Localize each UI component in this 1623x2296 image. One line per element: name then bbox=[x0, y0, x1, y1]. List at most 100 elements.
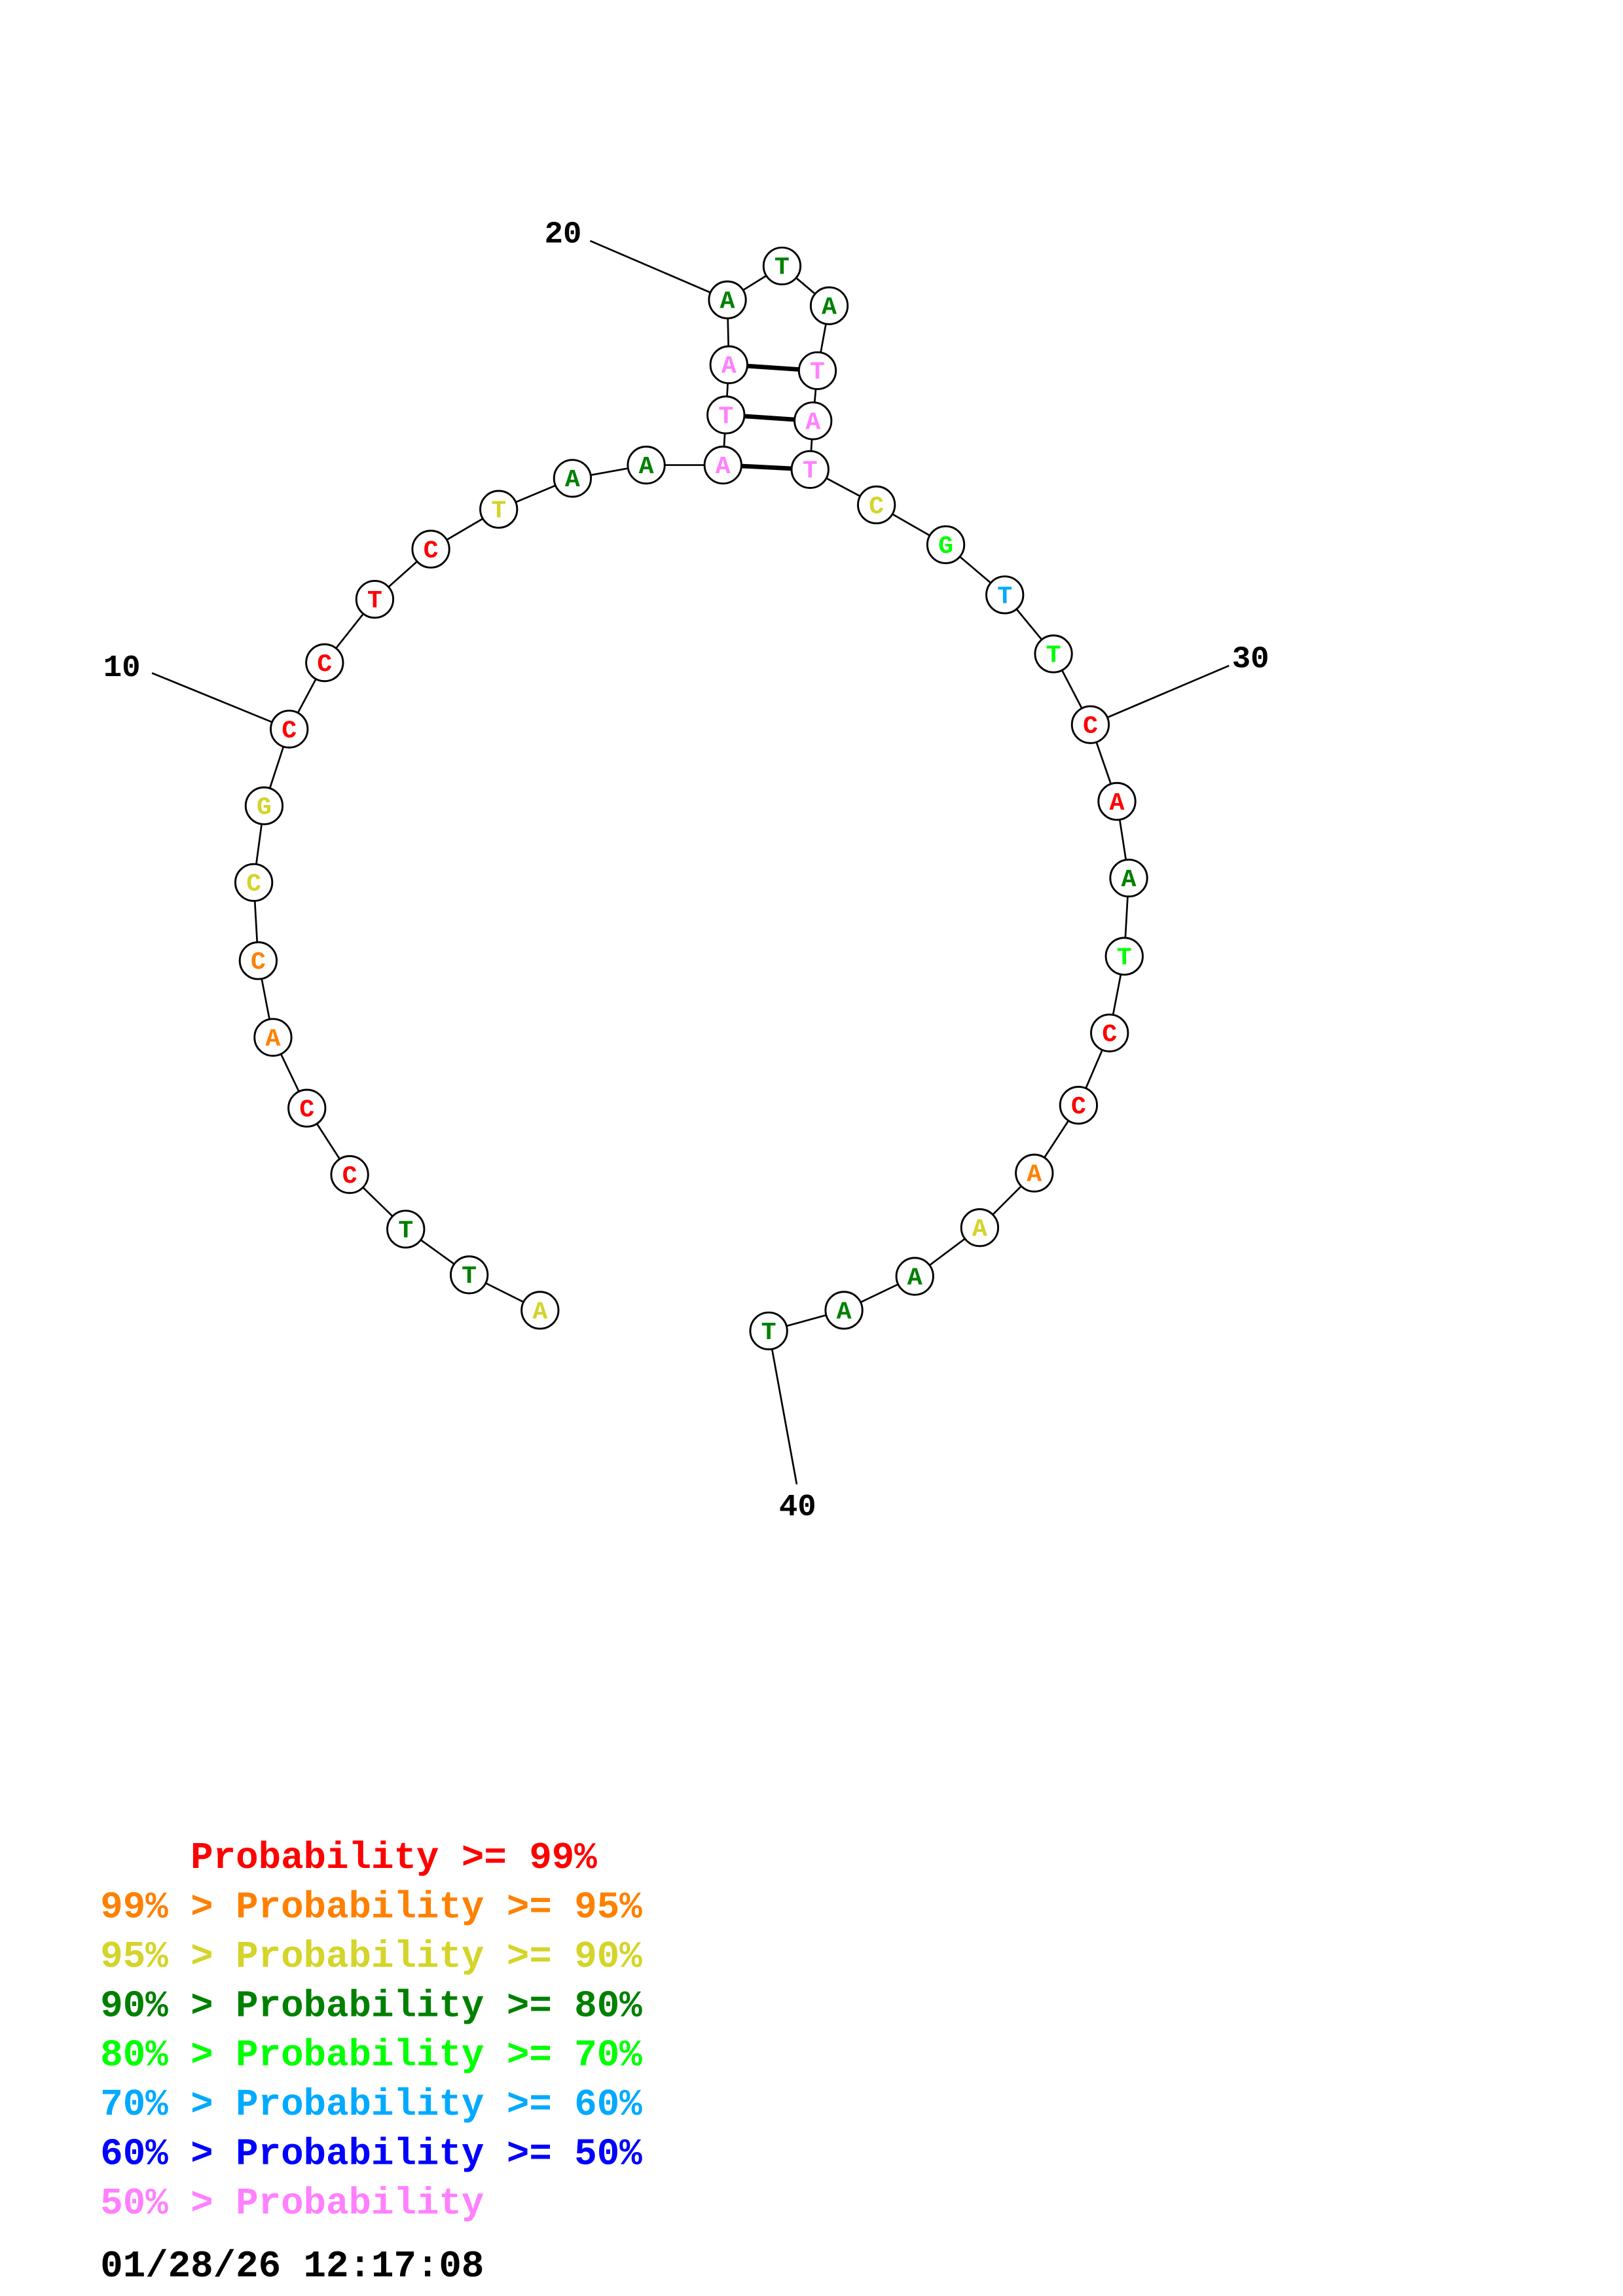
legend-entry: 99% > Probability >= 95% bbox=[100, 1886, 642, 1929]
nucleotide-circle bbox=[790, 450, 830, 489]
nucleotide-circle bbox=[553, 459, 593, 498]
nucleotide-letter: T bbox=[997, 582, 1012, 611]
nucleotide-letter: A bbox=[716, 452, 731, 481]
legend-prefix: 99% > bbox=[100, 1886, 236, 1929]
legend-middle: Probability bbox=[236, 2084, 484, 2126]
nucleotide-circle bbox=[809, 286, 849, 325]
nucleotide: C bbox=[857, 485, 896, 525]
nucleotide: A bbox=[553, 459, 593, 498]
nucleotide-letter: T bbox=[718, 402, 733, 431]
nucleotide: C bbox=[270, 709, 309, 749]
nucleotide: A bbox=[520, 1291, 560, 1330]
nucleotide-circle bbox=[824, 1291, 864, 1330]
nucleotide-letter: A bbox=[972, 1215, 987, 1244]
nucleotide-circle bbox=[287, 1088, 327, 1128]
nucleotide: C bbox=[234, 863, 274, 902]
nucleotide: A bbox=[1097, 781, 1137, 821]
legend-prefix: 70% > bbox=[100, 2084, 236, 2126]
nucleotide-circle bbox=[1034, 634, 1073, 673]
nucleotide: A bbox=[703, 445, 742, 485]
legend-middle: Probability bbox=[236, 2134, 484, 2176]
nucleotide: G bbox=[244, 786, 284, 825]
legend-prefix: 80% > bbox=[100, 2035, 236, 2077]
nucleotide: G bbox=[926, 525, 966, 564]
nucleotide-circle bbox=[238, 941, 278, 980]
nucleotide-circle bbox=[1090, 1013, 1129, 1052]
nucleotide-circle bbox=[479, 490, 519, 529]
legend-entry: 80% > Probability >= 70% bbox=[100, 2035, 642, 2077]
probability-legend: Probability >= 99% 99% > Probability >= 9… bbox=[100, 1837, 642, 2225]
nucleotide-circle bbox=[411, 529, 450, 569]
legend-entry: 50% > Probability bbox=[100, 2183, 484, 2225]
nucleotide: A bbox=[1109, 858, 1148, 898]
nucleotide-circle bbox=[762, 246, 802, 285]
nucleotide-circle bbox=[1097, 781, 1137, 821]
legend-entry: 60% > Probability >= 50% bbox=[100, 2134, 642, 2176]
nucleotide: T bbox=[749, 1311, 788, 1351]
position-label-line bbox=[767, 1331, 798, 1485]
legend-suffix: >= 50% bbox=[484, 2134, 642, 2176]
nucleotide-letter: A bbox=[907, 1263, 922, 1292]
nucleotide-letter: G bbox=[257, 793, 272, 822]
legend-suffix: >= 99% bbox=[439, 1837, 597, 1880]
nucleotide: A bbox=[708, 280, 747, 319]
nucleotide-letter: A bbox=[1110, 789, 1125, 817]
nucleotide-letter: G bbox=[938, 532, 953, 561]
nucleotide-letter: C bbox=[1071, 1092, 1086, 1121]
nucleotide-circle bbox=[749, 1311, 788, 1351]
nucleotide: T bbox=[985, 575, 1025, 615]
nucleotide-circle bbox=[450, 1255, 489, 1295]
nucleotide: C bbox=[1070, 705, 1110, 744]
nucleotide: A bbox=[253, 1018, 293, 1057]
position-label-line bbox=[589, 240, 728, 301]
nucleotide: C bbox=[330, 1155, 369, 1194]
position-label-line bbox=[1089, 664, 1230, 726]
nucleotide-letter: C bbox=[1102, 1020, 1117, 1049]
legend-suffix: >= 95% bbox=[484, 1886, 642, 1929]
nucleotide-letter: T bbox=[491, 497, 506, 526]
nucleotide-circle bbox=[270, 709, 309, 749]
nucleotide: T bbox=[355, 580, 395, 619]
nucleotide-circle bbox=[708, 280, 747, 319]
nucleotide-letter: C bbox=[246, 870, 261, 899]
nucleotide: T bbox=[797, 351, 837, 390]
nucleotide-letter: T bbox=[775, 253, 790, 282]
legend-prefix: 90% > bbox=[100, 1985, 236, 2028]
nucleotide-letter: C bbox=[424, 536, 439, 565]
position-label: 20 bbox=[545, 217, 582, 252]
nucleotide-letter: T bbox=[1046, 641, 1061, 670]
nucleotide-circle bbox=[1059, 1086, 1099, 1125]
nucleotide: A bbox=[895, 1257, 934, 1296]
legend-entry: 70% > Probability >= 60% bbox=[100, 2084, 642, 2126]
nucleotide-letter: T bbox=[810, 358, 825, 387]
nucleotide: A bbox=[824, 1291, 864, 1330]
nucleotide-circle bbox=[244, 786, 284, 825]
nucleotide: C bbox=[238, 941, 278, 980]
nucleotide: A bbox=[627, 445, 666, 485]
nucleotide-circle bbox=[960, 1208, 1000, 1247]
nucleotide-circle bbox=[386, 1210, 426, 1249]
position-label: 10 bbox=[103, 651, 141, 686]
nucleotide: C bbox=[1059, 1086, 1099, 1125]
position-label-line bbox=[151, 672, 290, 730]
legend-suffix: >= 60% bbox=[484, 2084, 642, 2126]
nucleotide-letter: T bbox=[761, 1318, 776, 1347]
legend-prefix: 95% > bbox=[100, 1936, 236, 1979]
position-label: 40 bbox=[779, 1490, 816, 1525]
nucleotide: C bbox=[305, 643, 344, 683]
legend-prefix bbox=[100, 1837, 191, 1880]
legend-prefix: 50% > bbox=[100, 2183, 236, 2225]
legend-middle: Probability bbox=[236, 1985, 484, 2028]
nucleotide-circle bbox=[627, 445, 666, 485]
legend-middle: Probability bbox=[236, 2183, 484, 2225]
legend-suffix: >= 90% bbox=[484, 1936, 642, 1979]
nucleotide-circle bbox=[857, 485, 896, 525]
nucleotide-circle bbox=[234, 863, 274, 902]
legend-suffix: >= 70% bbox=[484, 2035, 642, 2077]
nucleotide-letter: A bbox=[837, 1297, 852, 1326]
nucleotide-circle bbox=[706, 395, 746, 435]
nucleotide-circle bbox=[1015, 1153, 1054, 1193]
nucleotide-letter: C bbox=[1083, 712, 1098, 741]
nucleotide: C bbox=[287, 1088, 327, 1128]
nucleotide: A bbox=[1015, 1153, 1054, 1193]
